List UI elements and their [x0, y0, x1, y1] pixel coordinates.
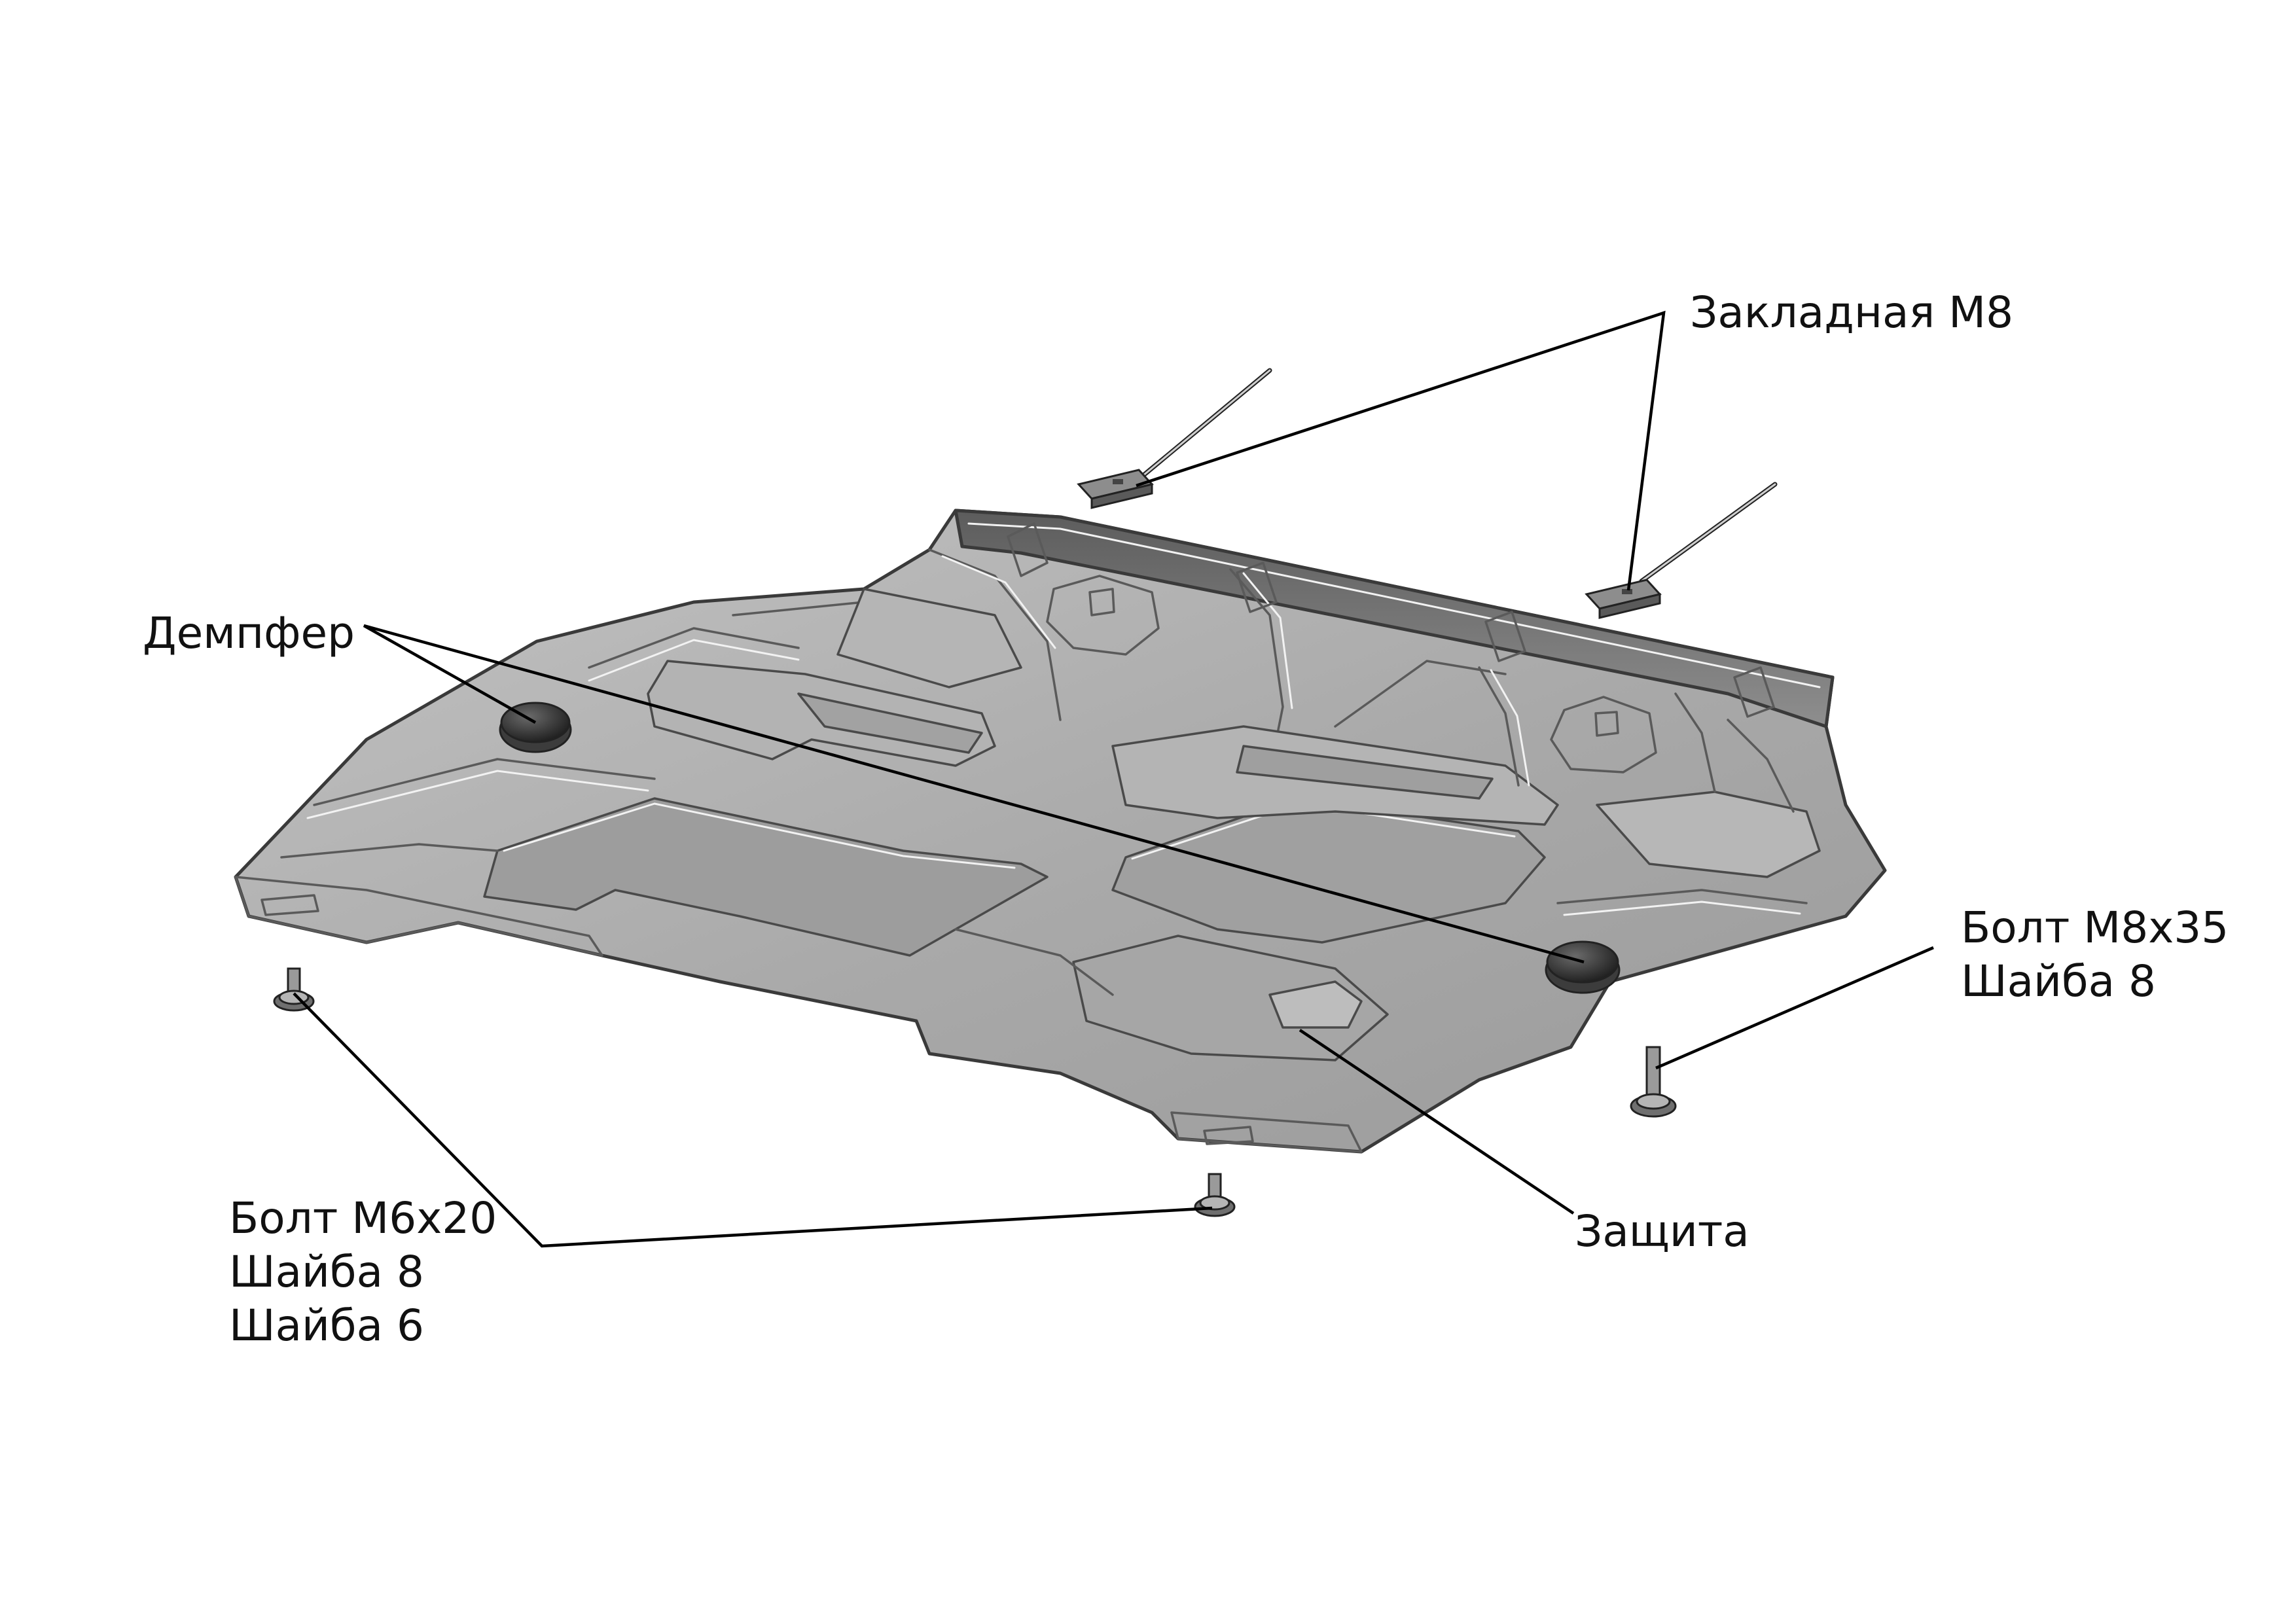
leader-bolt-m8 [1655, 946, 1934, 1070]
label-insert-m8: Закладная М8 [1690, 287, 2013, 338]
insert-m8-right [1585, 482, 1778, 619]
label-guard: Защита [1575, 1206, 1749, 1257]
leader-bolt-m6 [293, 992, 1213, 1248]
leader-insert [1136, 310, 1666, 591]
bolt-m6x20-left [273, 967, 315, 1012]
bolt-m6x20-center [1194, 1173, 1236, 1217]
guard-plate [234, 508, 1887, 1154]
leader-damper [363, 624, 1585, 964]
damper-left [499, 702, 572, 753]
keyhole-cutout-left [1046, 575, 1160, 656]
label-bolt-m6x20: Болт М6х20 [229, 1193, 497, 1243]
leader-guard [1299, 1029, 1575, 1215]
damper-right [1545, 940, 1621, 994]
label-bolt-m8x35: Болт М8х35 [1961, 902, 2229, 953]
keyhole-cutout-right [1550, 696, 1657, 774]
label-damper: Демпфер [143, 608, 355, 658]
label-washer-6: Шайба 6 [229, 1300, 424, 1351]
bolt-m8x35 [1630, 1046, 1677, 1118]
label-washer-8-right: Шайба 8 [1961, 956, 2156, 1007]
label-washer-8-left: Шайба 8 [229, 1247, 424, 1297]
left-recess-panel [483, 797, 1049, 957]
insert-m8-left [1077, 368, 1272, 509]
